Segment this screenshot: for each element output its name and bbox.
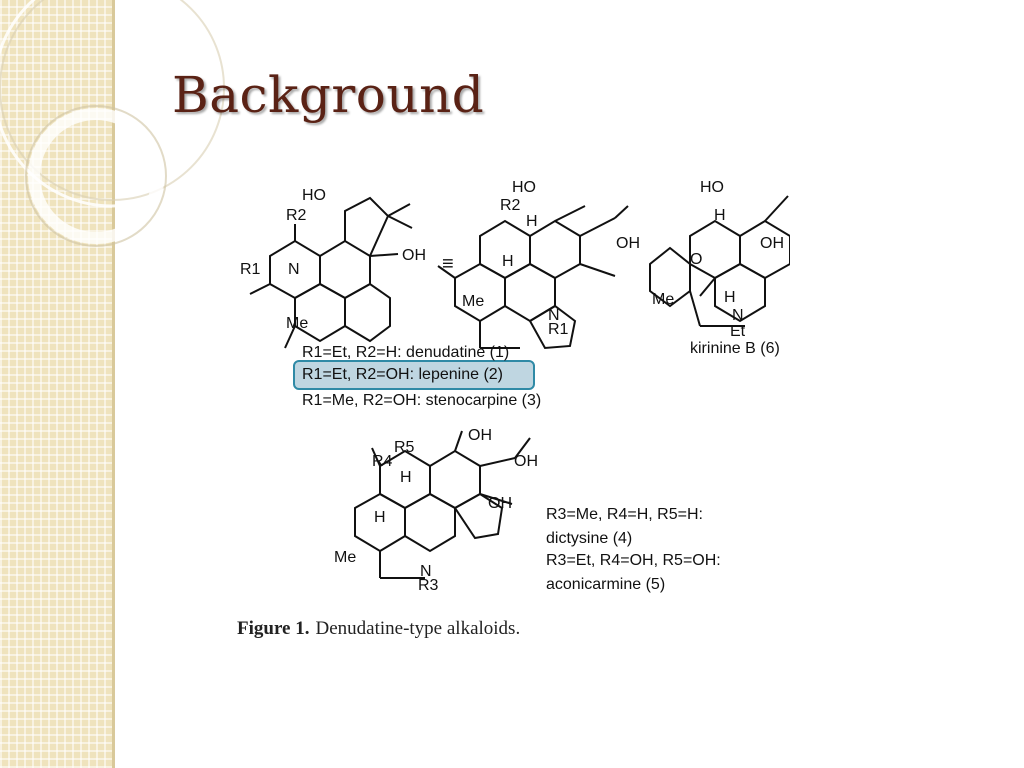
- atom-label-n: N: [288, 261, 300, 278]
- atom-label-h: H: [724, 289, 736, 306]
- lepenine-highlight: [293, 360, 535, 390]
- atom-label-oh: OH: [488, 495, 512, 512]
- atom-label-r2: R2: [500, 197, 521, 214]
- atom-label-r4: R4: [372, 453, 393, 470]
- atom-label-h: H: [374, 509, 386, 526]
- atom-label-r5: R5: [394, 439, 415, 456]
- atom-label-oh: OH: [760, 235, 784, 252]
- atom-label-oh: OH: [514, 453, 538, 470]
- compound-label-dictysine-r: R3=Me, R4=H, R5=H:: [546, 506, 703, 523]
- atom-label-h: H: [526, 213, 538, 230]
- side-panel-edge: [112, 0, 115, 768]
- atom-label-r1: R1: [240, 261, 261, 278]
- atom-label-me: Me: [652, 291, 675, 308]
- atom-label-n: N: [420, 563, 432, 580]
- compound-label-kirinine: kirinine B (6): [690, 340, 780, 357]
- atom-label-oh: OH: [616, 235, 640, 252]
- atom-label-r3: R3: [418, 577, 439, 594]
- atom-label-oh: OH: [468, 427, 492, 444]
- compound-label-dictysine: dictysine (4): [546, 530, 633, 547]
- compound-label-aconicarmine: aconicarmine (5): [546, 576, 666, 593]
- atom-label-r2: R2: [286, 207, 307, 224]
- atom-label-ho: HO: [302, 187, 326, 204]
- atom-label-h: H: [400, 469, 412, 486]
- dictysine-structure: [354, 430, 531, 579]
- compound-label-lepenine: R1=Et, R2=OH: lepenine (2): [302, 366, 503, 383]
- atom-label-ho: HO: [700, 179, 724, 196]
- atom-label-o: O: [690, 251, 703, 268]
- compound-label-aconicarmine-r: R3=Et, R4=OH, R5=OH:: [546, 552, 721, 569]
- equivalence-sign: ≡: [442, 253, 454, 275]
- figure-caption-label: Figure 1.: [237, 618, 310, 639]
- atom-label-me: Me: [334, 549, 357, 566]
- atom-label-n: N: [548, 307, 560, 324]
- compound-label-stenocarpine: R1=Me, R2=OH: stenocarpine (3): [302, 392, 542, 409]
- structure-drawings: [249, 195, 790, 579]
- atom-label-h: H: [502, 253, 514, 270]
- denudatine-figure: HO R2 OH R1 N Me ≡ HO R2 H OH H Me N R1 …: [230, 176, 790, 646]
- decorative-side-panel: [0, 0, 114, 768]
- compound-label-denudatine: R1=Et, R2=H: denudatine (1): [302, 344, 510, 361]
- atom-label-me: Me: [286, 315, 309, 332]
- denudatine-structure-b: [437, 205, 629, 350]
- denudatine-structure-a: [249, 196, 413, 349]
- slide-title: Background: [172, 66, 485, 124]
- atom-label-me: Me: [462, 293, 485, 310]
- figure-caption: Figure 1.Denudatine-type alkaloids.: [237, 618, 520, 640]
- kirinine-structure: [649, 195, 790, 327]
- atom-label-oh: OH: [402, 247, 426, 264]
- atom-label-h: H: [714, 207, 726, 224]
- atom-label-ho: HO: [512, 179, 536, 196]
- figure-caption-text: Denudatine-type alkaloids.: [315, 618, 521, 639]
- atom-label-n: N: [732, 307, 744, 324]
- atom-label-et: Et: [730, 323, 746, 340]
- atom-label-r1: R1: [548, 321, 569, 338]
